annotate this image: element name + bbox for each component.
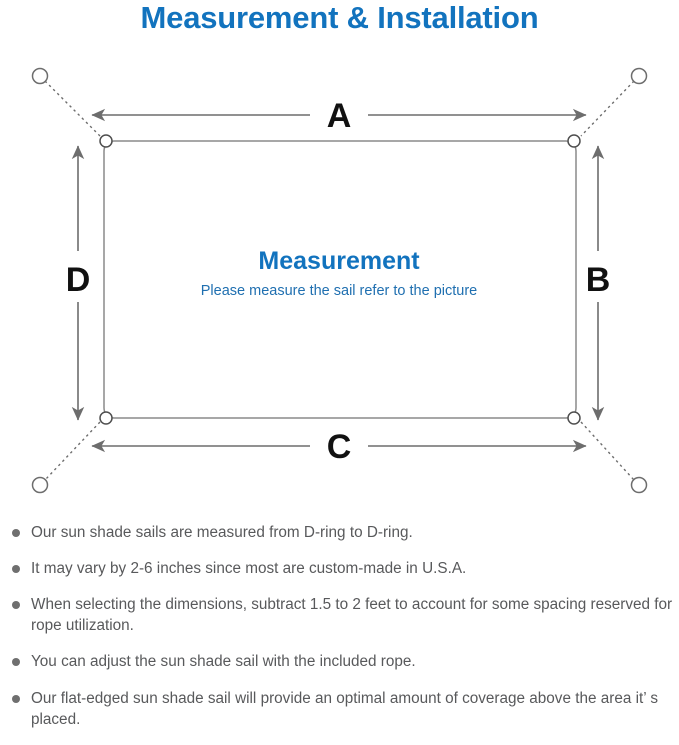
page-title: Measurement & Installation <box>140 0 539 35</box>
anchor-bottom-right-icon <box>630 476 648 494</box>
anchor-top-left-icon <box>31 67 49 85</box>
rope-line-bottom-left <box>44 421 101 481</box>
dimension-c-label: C <box>327 428 352 466</box>
anchor-top-right-icon <box>630 67 648 85</box>
sail-caption-subtitle: Please measure the sail refer to the pic… <box>201 283 477 299</box>
anchor-points <box>31 67 648 494</box>
measurement-diagram: A C D B Measurement Please measure the s… <box>0 46 679 516</box>
d-ring-bottom-left-icon <box>99 411 113 425</box>
dimension-b-label: B <box>586 261 611 299</box>
d-ring-bottom-right-icon <box>567 411 581 425</box>
list-item-text: Our sun shade sails are measured from D-… <box>31 524 413 541</box>
rope-lines <box>44 80 635 481</box>
list-item-text: You can adjust the sun shade sail with t… <box>31 653 416 671</box>
bullet-icon <box>12 565 20 574</box>
notes-list: Our sun shade sails are measured from D-… <box>0 522 679 745</box>
sail-caption-title: Measurement <box>258 247 420 275</box>
bullet-icon <box>12 694 20 703</box>
list-item: It may vary by 2-6 inches since most are… <box>0 558 679 579</box>
d-rings <box>99 134 581 425</box>
rope-line-top-right <box>580 80 635 137</box>
d-ring-top-left-icon <box>99 134 113 148</box>
list-item: You can adjust the sun shade sail with t… <box>0 651 679 672</box>
list-item-text: When selecting the dimensions, subtract … <box>31 596 673 635</box>
list-item: When selecting the dimensions, subtract … <box>0 594 679 636</box>
sail-shape <box>103 140 577 419</box>
list-item-text: Our flat-edged sun shade sail will provi… <box>31 689 658 728</box>
list-item-text: It may vary by 2-6 inches since most are… <box>31 560 467 578</box>
bullet-icon <box>12 601 20 610</box>
anchor-bottom-left-icon <box>31 476 49 494</box>
list-item: Our sun shade sails are measured from D-… <box>0 522 679 543</box>
rope-line-top-left <box>44 80 101 137</box>
d-ring-top-right-icon <box>567 134 581 148</box>
dimension-d-label: D <box>66 261 91 299</box>
dimension-a-label: A <box>327 97 352 135</box>
bullet-icon <box>12 658 20 667</box>
list-item: Our flat-edged sun shade sail will provi… <box>0 688 679 730</box>
rope-line-bottom-right <box>580 421 635 481</box>
bullet-icon <box>12 529 20 537</box>
